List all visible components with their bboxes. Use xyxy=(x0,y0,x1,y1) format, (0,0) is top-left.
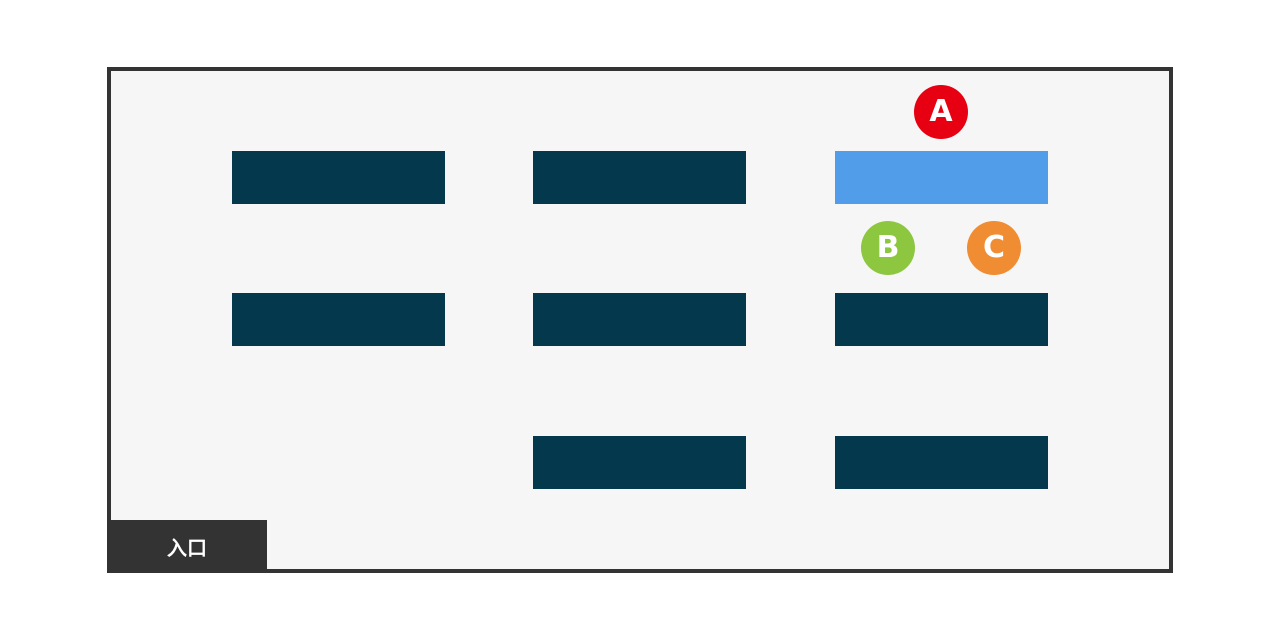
desk-r2-c1 xyxy=(232,293,445,346)
marker-a: A xyxy=(914,85,968,139)
desk-r1-c1 xyxy=(232,151,445,204)
desk-r1-c3-highlighted xyxy=(835,151,1048,204)
desk-r3-c2 xyxy=(533,436,746,489)
marker-c: C xyxy=(967,221,1021,275)
desk-r2-c2 xyxy=(533,293,746,346)
entrance-label: 入口 xyxy=(107,520,267,572)
marker-b: B xyxy=(861,221,915,275)
desk-r2-c3 xyxy=(835,293,1048,346)
desk-r3-c3 xyxy=(835,436,1048,489)
desk-r1-c2 xyxy=(533,151,746,204)
